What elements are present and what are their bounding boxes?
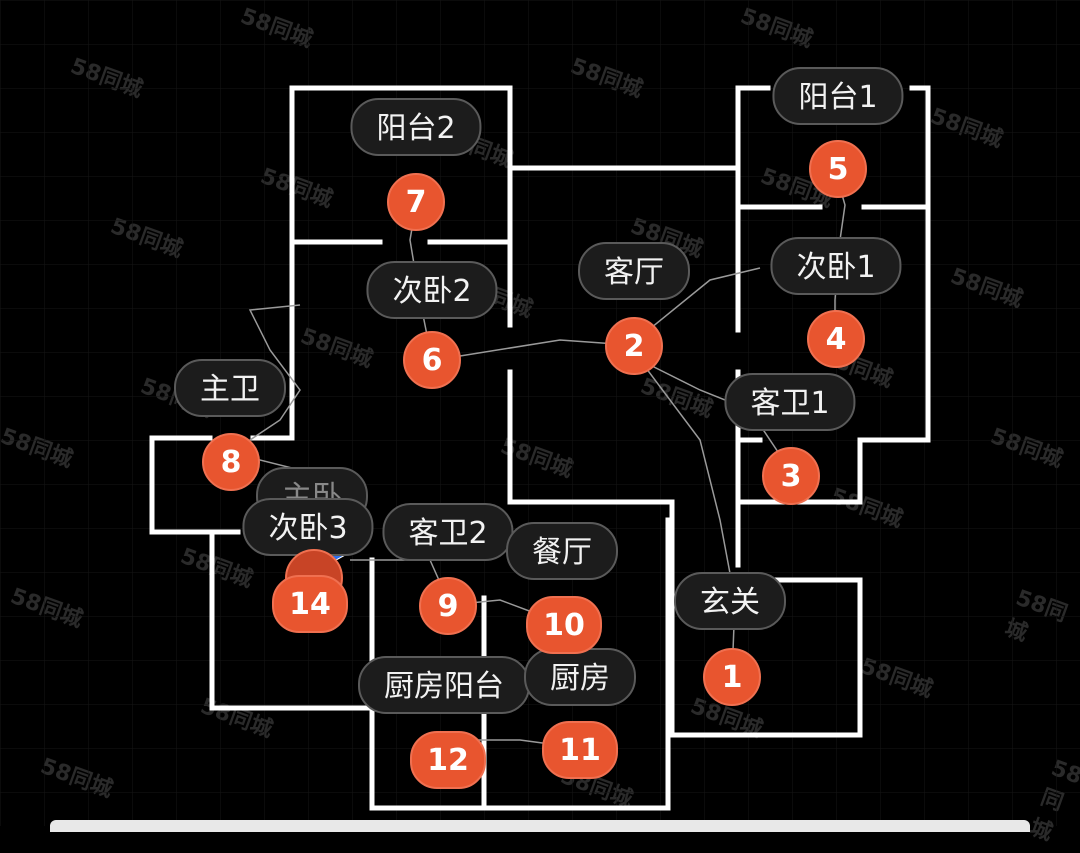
- room-marker-4[interactable]: 4: [807, 310, 865, 368]
- room-marker-11[interactable]: 11: [542, 721, 618, 779]
- room-marker-14[interactable]: 14: [272, 575, 348, 633]
- room-label-second-bedroom-3[interactable]: 次卧3: [242, 498, 374, 556]
- room-label-balcony-1[interactable]: 阳台1: [772, 67, 904, 125]
- bottom-sheet-edge[interactable]: [50, 820, 1030, 832]
- room-label-guest-bathroom-1[interactable]: 客卫1: [724, 373, 856, 431]
- room-marker-5[interactable]: 5: [809, 140, 867, 198]
- room-label-kitchen[interactable]: 厨房: [524, 648, 636, 706]
- room-label-second-bedroom-1[interactable]: 次卧1: [770, 237, 902, 295]
- room-marker-8[interactable]: 8: [202, 433, 260, 491]
- room-marker-12[interactable]: 12: [410, 731, 486, 789]
- room-label-second-bedroom-2[interactable]: 次卧2: [366, 261, 498, 319]
- room-marker-2[interactable]: 2: [605, 317, 663, 375]
- room-marker-10[interactable]: 10: [526, 596, 602, 654]
- room-label-living-room[interactable]: 客厅: [578, 242, 690, 300]
- room-label-master-bathroom[interactable]: 主卫: [174, 359, 286, 417]
- room-label-entrance[interactable]: 玄关: [674, 572, 786, 630]
- room-label-guest-bathroom-2[interactable]: 客卫2: [382, 503, 514, 561]
- room-marker-6[interactable]: 6: [403, 331, 461, 389]
- room-label-balcony-2[interactable]: 阳台2: [350, 98, 482, 156]
- room-label-dining-room[interactable]: 餐厅: [506, 522, 618, 580]
- room-marker-1[interactable]: 1: [703, 648, 761, 706]
- room-marker-3[interactable]: 3: [762, 447, 820, 505]
- room-label-kitchen-balcony[interactable]: 厨房阳台: [358, 656, 530, 714]
- room-marker-9[interactable]: 9: [419, 577, 477, 635]
- room-marker-7[interactable]: 7: [387, 173, 445, 231]
